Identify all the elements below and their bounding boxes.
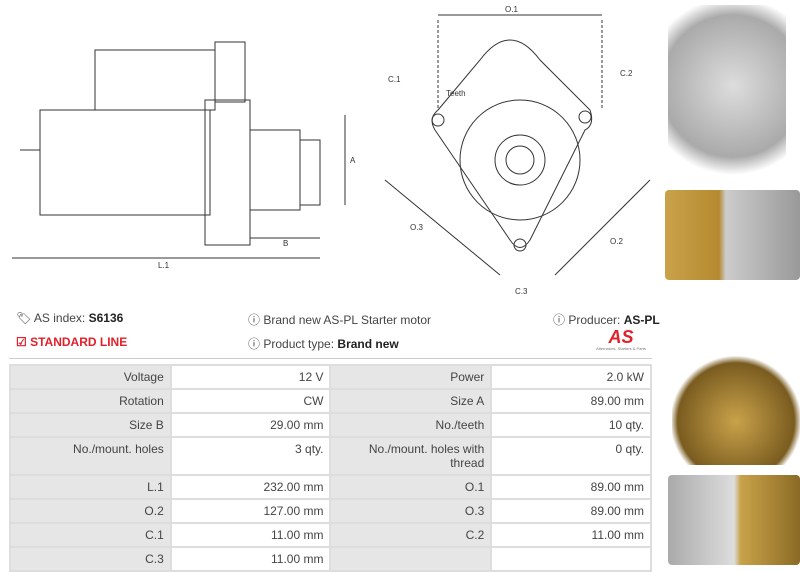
product-photo-rear[interactable] [672,290,800,465]
spec-label: O.3 [329,498,493,524]
product-photo-side[interactable] [665,190,800,280]
spec-value: 29.00 mm [169,412,332,438]
spec-value: 0 qty. [490,436,652,476]
label-c1: C.1 [388,75,401,84]
standard-line-label: STANDARD LINE [30,335,128,349]
front-view-drawing: O.1 C.1 C.2 Teeth O.3 O.2 C.3 [384,5,651,296]
spec-label: C.2 [329,522,493,548]
info-icon: ⓘ [553,313,566,327]
spec-value: 11.00 mm [169,546,332,572]
standard-line: ☑ STANDARD LINE [16,335,127,349]
spec-label: Size A [329,388,493,414]
spec-value: 89.00 mm [490,474,652,500]
spec-value: 2.0 kW [490,364,652,390]
check-square-icon: ☑ [16,335,27,349]
spec-value: 89.00 mm [490,498,652,524]
label-teeth: Teeth [446,89,466,98]
spec-label: L.1 [9,474,172,500]
spec-label: O.2 [9,498,172,524]
info-icon: ⓘ [248,337,261,351]
divider [9,358,652,359]
spec-value: 11.00 mm [490,522,652,548]
spec-label: No./mount. holes [9,436,172,476]
tags-icon: 🏷︎ [16,311,32,325]
spec-value: 127.00 mm [169,498,332,524]
spec-value: 11.00 mm [169,522,332,548]
spec-label: Power [329,364,493,390]
spec-label: Voltage [9,364,172,390]
product-type: ⓘ Product type: Brand new [248,335,399,352]
producer-label: Producer: [568,313,621,327]
label-c3: C.3 [515,287,528,296]
spec-label: No./teeth [329,412,493,438]
spec-value: 89.00 mm [490,388,652,414]
spec-label: No./mount. holes with thread [329,436,493,476]
spec-label [329,546,493,572]
product-photo-front[interactable] [668,5,786,185]
producer-value: AS-PL [623,313,660,327]
spec-label: Rotation [9,388,172,414]
logo-text: AS [608,327,634,347]
label-a: A [350,156,356,165]
producer: ⓘ Producer: AS-PL [553,311,660,328]
as-index-value: S6136 [88,311,124,325]
spec-value: 10 qty. [490,412,652,438]
as-index: 🏷︎ AS index: S6136 [16,311,123,325]
as-index-label: AS index: [33,311,86,325]
label-b: B [283,239,288,248]
product-type-value: Brand new [337,337,399,351]
spec-value [490,546,652,572]
side-view-drawing: L.1 B A [12,41,356,270]
spec-value: 232.00 mm [169,474,332,500]
spec-label: O.1 [329,474,493,500]
spec-value: CW [169,388,332,414]
label-o3: O.3 [410,223,423,232]
spec-label: Size B [9,412,172,438]
description: ⓘ Brand new AS-PL Starter motor [248,311,431,328]
product-photo-side-2[interactable] [668,475,800,565]
spec-label: C.3 [9,546,172,572]
info-icon: ⓘ [248,313,261,327]
as-pl-logo: AS Alternators, Starters & Parts [590,328,652,351]
label-c2: C.2 [620,69,633,78]
spec-value: 3 qty. [169,436,332,476]
description-text: Brand new AS-PL Starter motor [263,313,431,327]
product-type-label: Product type: [263,337,335,351]
label-o2: O.2 [610,237,623,246]
logo-tagline: Alternators, Starters & Parts [596,346,646,351]
label-o1: O.1 [505,5,518,14]
spec-value: 12 V [169,364,332,390]
spec-label: C.1 [9,522,172,548]
label-l1: L.1 [158,261,170,270]
